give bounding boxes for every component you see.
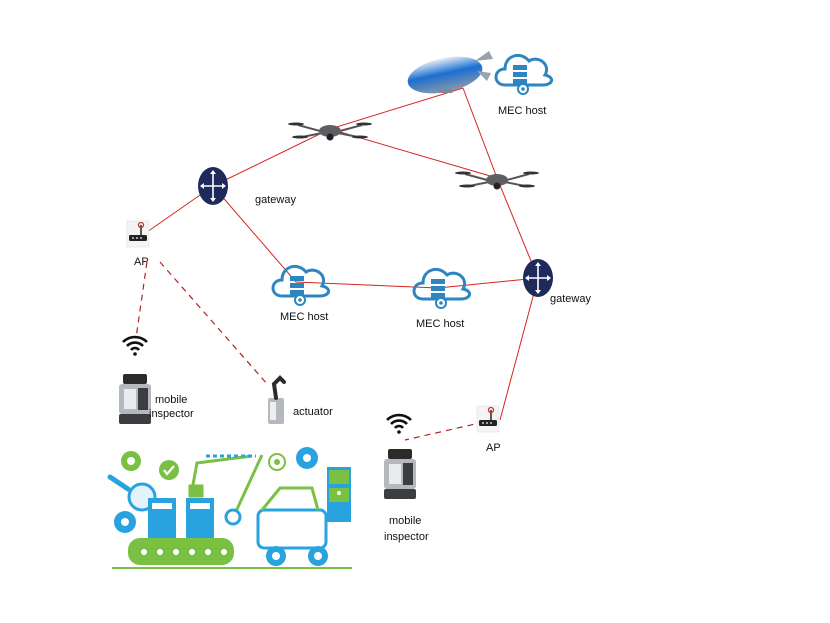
link-drone-top-blimp [329, 87, 464, 130]
drone-right-icon [454, 170, 540, 191]
mec-host-mid-right-label: MEC host [416, 318, 464, 330]
drone-top-icon [287, 121, 373, 142]
conveyor-belt [128, 538, 234, 565]
actuator-icon [268, 375, 286, 424]
mobile-inspector-right-line1: mobile [389, 515, 421, 527]
mec-host-top-icon [494, 53, 554, 96]
factory-illustration [107, 447, 352, 569]
gateway-right-icon [522, 258, 554, 298]
mec-host-top-label: MEC host [498, 105, 546, 117]
check-icon [159, 460, 179, 480]
forklift-icon [256, 486, 328, 566]
link-gateway-left-drone-top [212, 128, 331, 187]
ap-right-icon [476, 405, 500, 433]
link-mec-right-gateway-right [437, 277, 539, 289]
shelf-icon [327, 467, 351, 522]
mobile-inspector-left-icon [119, 374, 151, 424]
link-blimp-drone-right [462, 87, 498, 179]
gear-icon-bottom-left [114, 511, 136, 533]
mobile-inspector-right-line2: inspector [384, 531, 429, 543]
mec-host-mid-left-icon [271, 264, 331, 307]
wireless-ap-right-inspector [404, 421, 485, 441]
gateway-right-label: gateway [550, 293, 591, 305]
link-gateway-left-mec-left [212, 185, 297, 283]
ap-left-label: AP [134, 256, 149, 268]
robot-arm-icon [188, 454, 264, 521]
gear-icon-top-left [121, 451, 141, 471]
gateway-left-icon [197, 166, 229, 206]
wifi-icon-right [385, 413, 413, 436]
links [146, 87, 539, 421]
gateway-left-label: gateway [255, 194, 296, 206]
mobile-inspector-right-label: mobile inspector [384, 515, 429, 543]
boxes-on-conveyor [148, 498, 214, 538]
mobile-inspector-left-label: mobile inspector [149, 394, 194, 420]
ap-left-icon [126, 220, 150, 248]
link-gateway-right-ap-right [499, 277, 539, 421]
mec-host-mid-right-icon [412, 267, 472, 310]
wireless-links [135, 261, 485, 441]
wireless-ap-left-inspector [135, 261, 148, 339]
gear-icon-blue [296, 447, 318, 469]
actuator-label: actuator [293, 406, 333, 418]
wireless-ap-left-actuator [159, 261, 269, 386]
mobile-inspector-right-icon [384, 449, 416, 499]
gear-icon-center [268, 453, 286, 471]
mobile-inspector-left-line2: inspector [149, 408, 194, 420]
ap-right-label: AP [486, 442, 501, 454]
mec-host-mid-left-label: MEC host [280, 311, 328, 323]
wifi-icon-left [121, 335, 149, 358]
mobile-inspector-left-line1: mobile [155, 394, 187, 406]
blimp-icon [407, 51, 493, 94]
